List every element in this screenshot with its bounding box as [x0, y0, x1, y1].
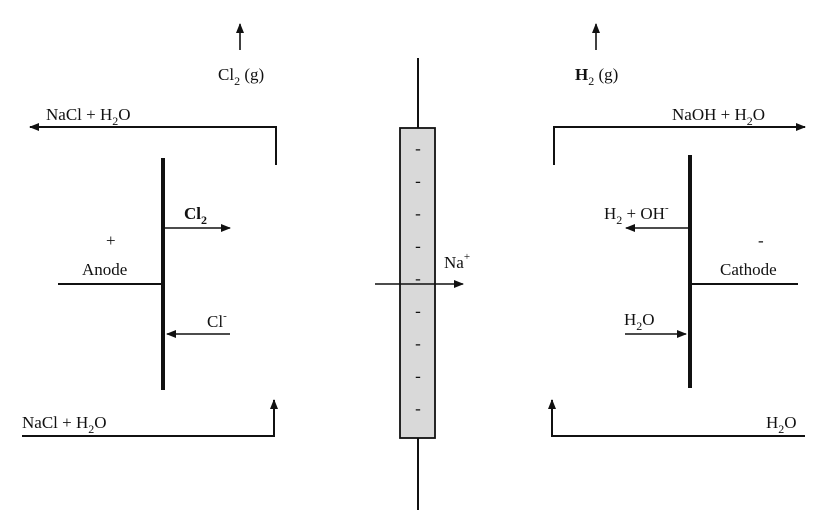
caustic-outlet-line [553, 123, 806, 165]
caustic-outlet-label: NaOH + H2O [672, 105, 765, 128]
membrane-charge-mark: - [415, 367, 421, 386]
membrane-charge-mark: - [415, 269, 421, 288]
cathode-sign: - [758, 231, 764, 250]
ion-exchange-membrane: - - - - - - - - - Na+ [375, 58, 470, 510]
membrane-charge-mark: - [415, 237, 421, 256]
water-inlet-line [548, 399, 805, 437]
anode-compartment: Cl2 (g) NaCl + H2O NaCl + H2O + Anode Cl… [22, 23, 278, 437]
brine-inlet-label: NaCl + H2O [22, 413, 107, 436]
water-inlet-label: H2O [766, 413, 797, 436]
chloride-ion-label: Cl- [207, 310, 227, 331]
brine-outlet-line [29, 123, 277, 165]
chlorine-product-label: Cl2 [184, 204, 207, 227]
membrane-charge-mark: - [415, 334, 421, 353]
brine-inlet-line [22, 399, 278, 437]
anode-sign: + [106, 231, 116, 250]
membrane-charge-mark: - [415, 399, 421, 418]
brine-outlet-label: NaCl + H2O [46, 105, 131, 128]
membrane-charge-mark: - [415, 139, 421, 158]
membrane-body [399, 127, 436, 439]
hydrogen-gas-label: H2 (g) [575, 65, 618, 88]
membrane-charge-mark: - [415, 204, 421, 223]
membrane-charge-mark: - [415, 302, 421, 321]
anode-label: Anode [82, 260, 127, 279]
cathode-compartment: H2 (g) NaOH + H2O H2O - Cathode H2 + OH-… [548, 23, 806, 437]
cathode-products-label: H2 + OH- [604, 202, 669, 227]
membrane-charge-mark: - [415, 172, 421, 191]
chlorine-gas-label: Cl2 (g) [218, 65, 264, 88]
cathode-label: Cathode [720, 260, 777, 279]
sodium-ion-label: Na+ [444, 251, 470, 272]
water-reactant-label: H2O [624, 310, 655, 333]
membrane-charge-marks: - - - - - - - - - [415, 139, 421, 418]
